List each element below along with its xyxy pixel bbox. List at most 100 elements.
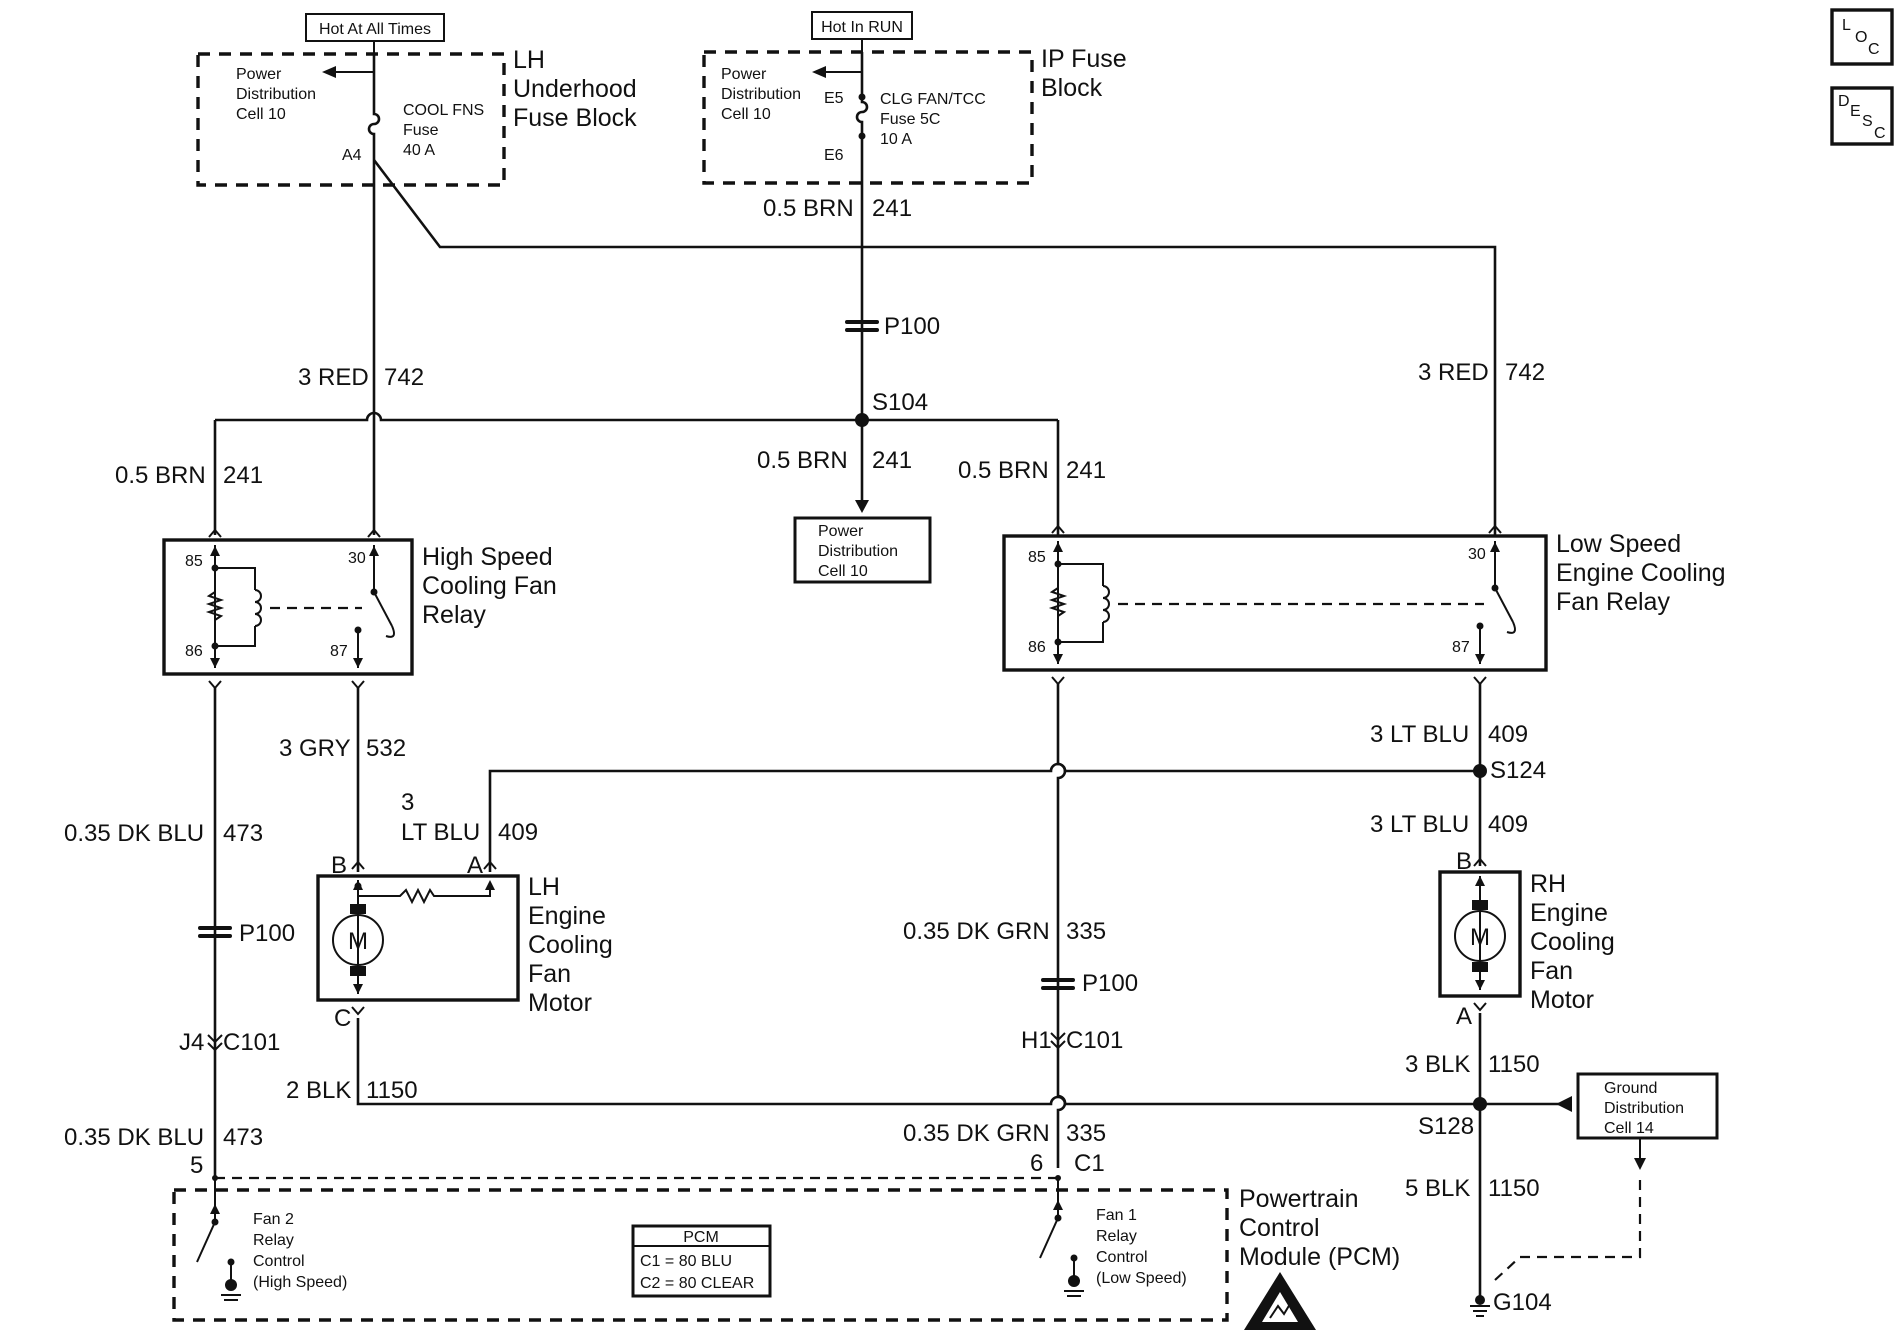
svg-text:335: 335 <box>1066 918 1106 945</box>
svg-text:A4: A4 <box>342 147 362 164</box>
coil-symbol <box>1102 585 1110 623</box>
desc-nav-button[interactable]: D E S C <box>1830 86 1894 146</box>
svg-text:241: 241 <box>223 462 263 489</box>
svg-text:1150: 1150 <box>1488 1175 1540 1202</box>
svg-text:(Low Speed): (Low Speed) <box>1096 1270 1187 1287</box>
svg-text:P100: P100 <box>884 313 940 340</box>
splice-s124-label: S124 <box>1490 757 1546 784</box>
svg-text:LH: LH <box>513 46 545 74</box>
svg-text:532: 532 <box>366 735 406 762</box>
svg-text:Cell 14: Cell 14 <box>1604 1120 1654 1137</box>
svg-text:0.5 BRN: 0.5 BRN <box>115 462 206 489</box>
hot-at-all-times-label: Hot At All Times <box>319 21 431 38</box>
splice-s104-label: S104 <box>872 389 928 416</box>
resistor-symbol <box>1048 587 1068 617</box>
svg-text:86: 86 <box>185 643 203 660</box>
splice-s124 <box>1473 764 1487 778</box>
svg-text:0.35 DK BLU: 0.35 DK BLU <box>64 820 204 847</box>
svg-text:Power: Power <box>236 66 282 83</box>
svg-text:Distribution: Distribution <box>1604 1100 1684 1117</box>
svg-text:0.5 BRN: 0.5 BRN <box>763 195 854 222</box>
fuse-symbol <box>367 72 381 160</box>
svg-text:30: 30 <box>1468 546 1486 563</box>
svg-text:Motor: Motor <box>1530 986 1594 1014</box>
power-distribution-cell10-box: Power Distribution Cell 10 <box>793 516 932 584</box>
motor-icon <box>332 914 384 966</box>
svg-text:Block: Block <box>1041 74 1103 102</box>
svg-text:0.5 BRN: 0.5 BRN <box>757 447 848 474</box>
svg-text:5: 5 <box>190 1152 203 1179</box>
svg-text:Underhood: Underhood <box>513 75 637 103</box>
rh-engine-cooling-fan-motor: M B A RH Engine Cooling Fan Motor <box>1438 848 1615 1030</box>
splice-s104 <box>855 413 869 427</box>
svg-text:M: M <box>348 928 368 955</box>
svg-text:Control: Control <box>1239 1214 1320 1242</box>
arrow-left-icon <box>812 66 826 78</box>
svg-text:LT BLU: LT BLU <box>401 819 480 846</box>
svg-text:Engine: Engine <box>528 902 606 930</box>
svg-text:CLG FAN/TCC: CLG FAN/TCC <box>880 91 986 108</box>
svg-text:C2 = 80 CLEAR: C2 = 80 CLEAR <box>640 1275 754 1292</box>
motor-icon <box>1454 910 1506 962</box>
svg-text:10 A: 10 A <box>880 131 912 148</box>
svg-text:D: D <box>1838 93 1850 110</box>
svg-text:241: 241 <box>872 195 912 222</box>
svg-text:Fan: Fan <box>528 960 571 988</box>
loc-nav-button[interactable]: L O C <box>1830 8 1894 66</box>
fuse-symbol <box>855 72 869 183</box>
svg-text:High Speed: High Speed <box>422 543 553 571</box>
svg-text:3: 3 <box>401 789 414 816</box>
svg-text:P100: P100 <box>1082 970 1138 997</box>
svg-text:COOL FNS: COOL FNS <box>403 102 484 119</box>
svg-text:Distribution: Distribution <box>236 86 316 103</box>
svg-text:B: B <box>331 852 347 879</box>
svg-text:241: 241 <box>872 447 912 474</box>
svg-text:742: 742 <box>1505 359 1545 386</box>
svg-text:Control: Control <box>1096 1249 1148 1266</box>
arrow-down-icon <box>855 500 869 513</box>
svg-text:C1 = 80 BLU: C1 = 80 BLU <box>640 1253 732 1270</box>
svg-text:409: 409 <box>1488 721 1528 748</box>
svg-text:Ground: Ground <box>1604 1080 1657 1097</box>
svg-text:J4: J4 <box>179 1029 204 1056</box>
svg-text:5 BLK: 5 BLK <box>1405 1175 1470 1202</box>
svg-text:A: A <box>467 852 483 879</box>
svg-text:M: M <box>1470 924 1490 951</box>
pcm-connector-table: PCM C1 = 80 BLU C2 = 80 CLEAR <box>631 1224 772 1298</box>
svg-text:473: 473 <box>223 820 263 847</box>
resistor-symbol <box>357 884 491 906</box>
svg-text:3 LT BLU: 3 LT BLU <box>1370 811 1469 838</box>
svg-text:87: 87 <box>1452 639 1470 656</box>
svg-text:409: 409 <box>498 819 538 846</box>
ground-g104: G104 <box>1470 1289 1552 1317</box>
svg-text:RH: RH <box>1530 870 1566 898</box>
connector-c101-mid: H1 C101 <box>1021 1027 1123 1054</box>
svg-text:40 A: 40 A <box>403 142 435 159</box>
svg-text:Power: Power <box>721 66 767 83</box>
arrow-left-icon <box>322 66 336 78</box>
svg-text:85: 85 <box>1028 549 1046 566</box>
svg-text:30: 30 <box>348 550 366 567</box>
svg-text:C: C <box>1874 125 1886 142</box>
lh-underhood-fuse-block: Power Distribution Cell 10 COOL FNS Fuse… <box>196 41 637 187</box>
svg-text:C: C <box>334 1005 351 1032</box>
hot-at-all-times-tag: Hot At All Times <box>305 13 445 42</box>
svg-text:3 BLK: 3 BLK <box>1405 1051 1470 1078</box>
lh-engine-cooling-fan-motor: M B A C LH Engine Cooling Fan Motor <box>316 852 613 1032</box>
svg-text:Fuse: Fuse <box>403 122 439 139</box>
svg-text:PCM: PCM <box>683 1229 719 1246</box>
svg-text:A: A <box>1456 1003 1472 1030</box>
svg-text:C101: C101 <box>223 1029 280 1056</box>
svg-text:S: S <box>1862 113 1873 130</box>
svg-text:LH: LH <box>528 873 560 901</box>
resistor-symbol <box>205 591 225 621</box>
coil-symbol <box>254 589 262 627</box>
connector-p100-top: P100 <box>845 313 940 340</box>
svg-text:Relay: Relay <box>422 601 486 629</box>
svg-text:2 BLK: 2 BLK <box>286 1077 351 1104</box>
svg-text:0.35 DK GRN: 0.35 DK GRN <box>903 1120 1050 1147</box>
svg-text:Control: Control <box>253 1253 305 1270</box>
svg-text:C1: C1 <box>1074 1150 1105 1177</box>
svg-text:Fuse 5C: Fuse 5C <box>880 111 940 128</box>
